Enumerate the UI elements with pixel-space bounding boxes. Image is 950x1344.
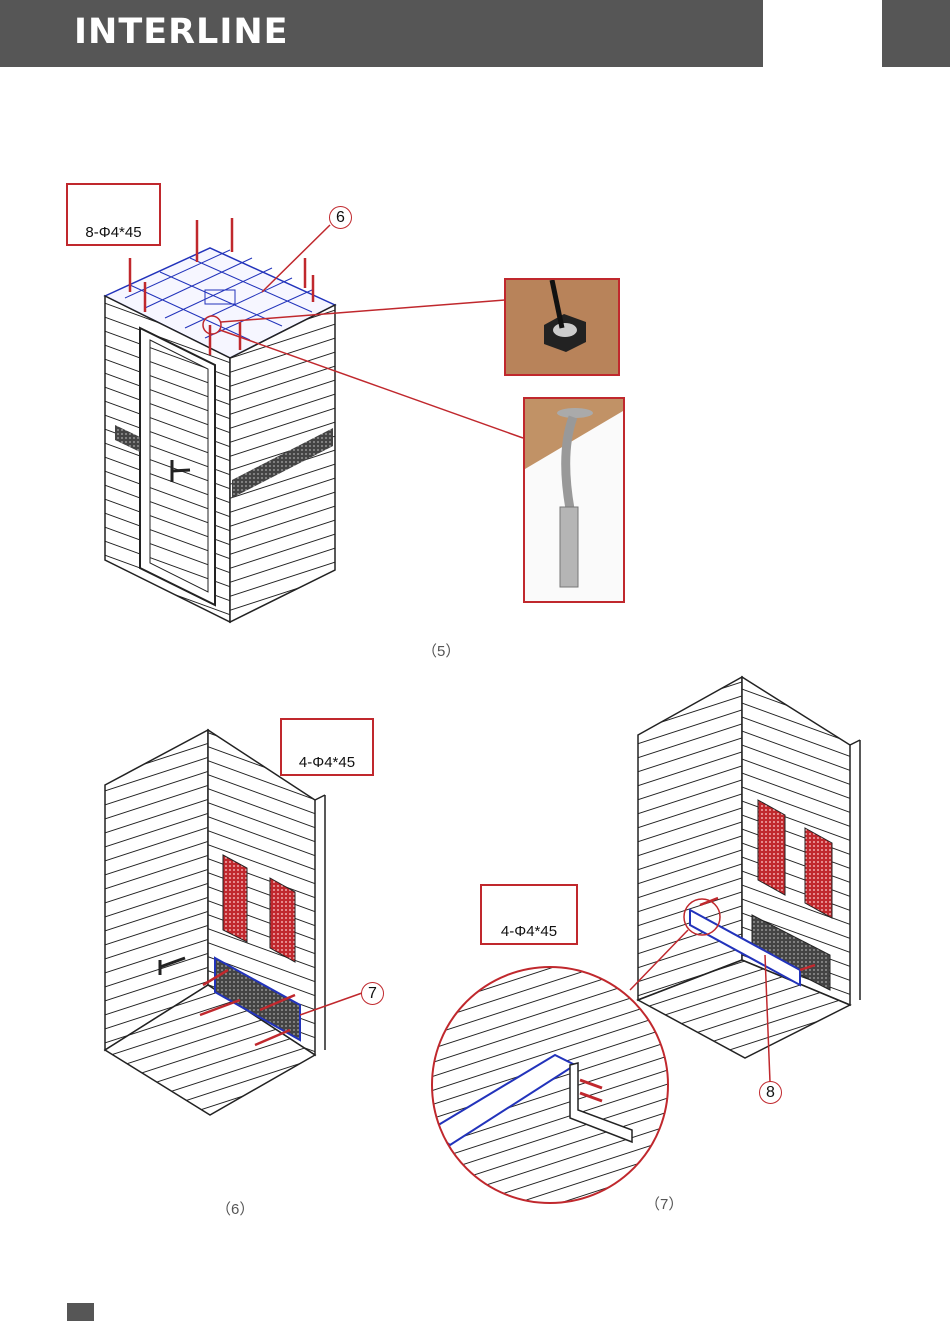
photo-cable-grommet: [504, 278, 620, 376]
fig7-callout: 8: [759, 1081, 782, 1104]
fig5-screw-label: 8-Φ4*45: [68, 224, 159, 241]
fig6-screw-box: 4-Φ4*45: [280, 718, 374, 776]
fig7-screw-label: 4-Φ4*45: [482, 923, 576, 940]
fig6-callout: 7: [361, 982, 384, 1005]
fig6-label: （6）: [216, 1198, 254, 1219]
fig7-detail-magnifier: [430, 965, 670, 1205]
fig5-cabin-drawing: [105, 218, 523, 622]
fig6-screw-label: 4-Φ4*45: [282, 754, 372, 771]
page-number-tab: [67, 1303, 94, 1321]
fig5-label: （5）: [422, 640, 460, 661]
photo-sensor-probe: [523, 397, 625, 603]
fig5-callout: 6: [329, 206, 352, 229]
fig7-bench-drawing: [630, 677, 860, 1082]
fig7-screw-box: 4-Φ4*45: [480, 884, 578, 945]
fig5-screw-box: 8-Φ4*45: [66, 183, 161, 246]
fig7-label: （7）: [645, 1193, 683, 1214]
fig6-bench-drawing: [105, 730, 362, 1115]
